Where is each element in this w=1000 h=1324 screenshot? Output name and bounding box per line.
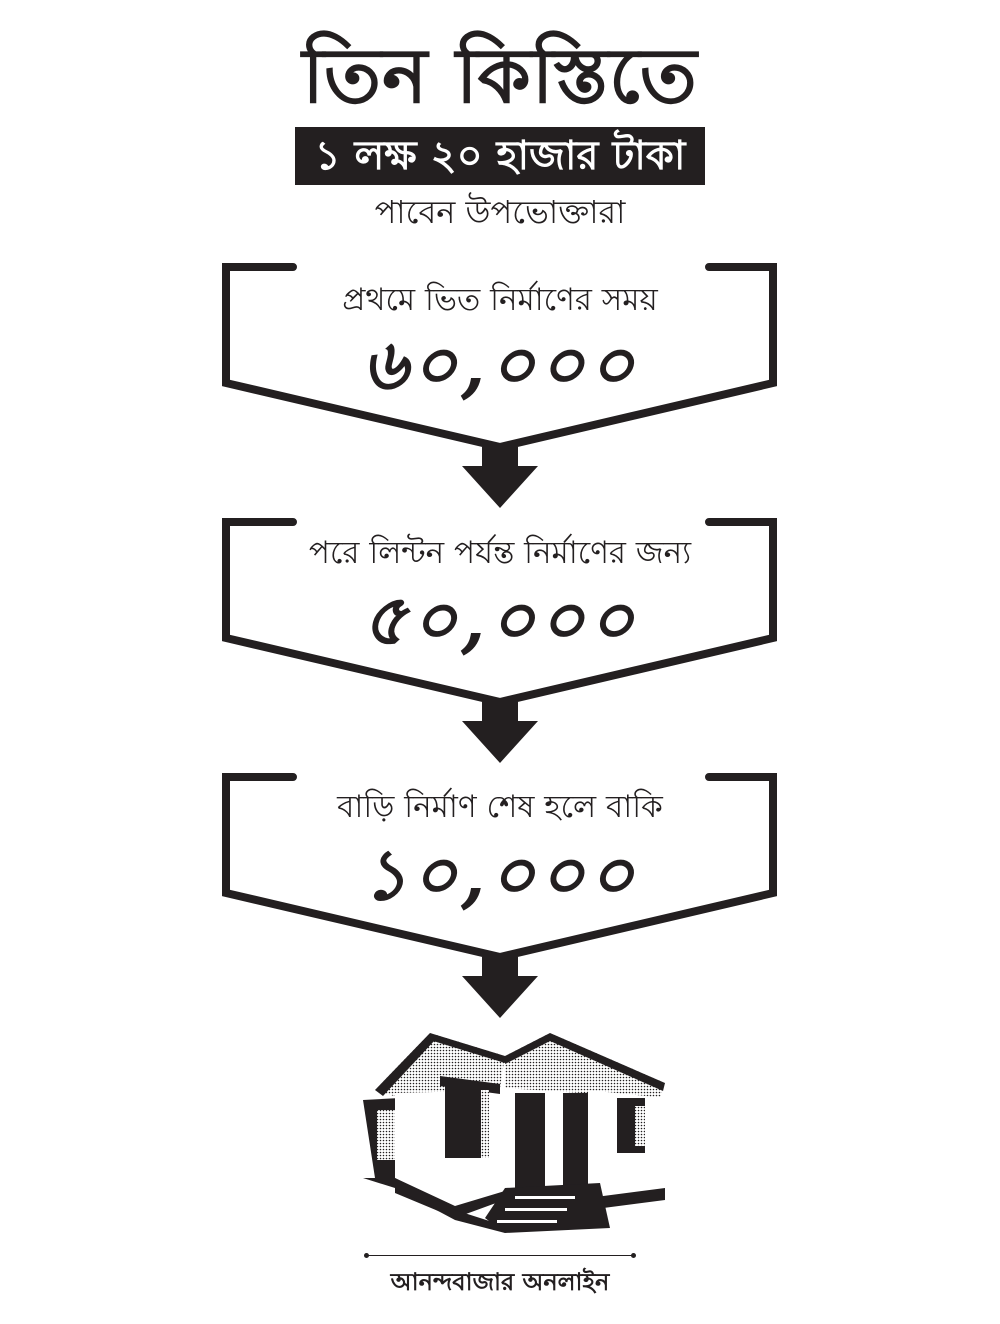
- page-title: তিন কিস্তিতে: [302, 31, 698, 120]
- divider-dot-right: [631, 1253, 636, 1258]
- total-amount-banner: ১ লক্ষ ২০ হাজার টাকা: [295, 127, 705, 185]
- stage-3-label: বাড়ি নির্মাণ শেষ হলে বাকি: [337, 789, 663, 825]
- stage-1-label: প্রথমে ভিত নির্মাণের সময়: [342, 282, 658, 318]
- page-subtitle: পাবেন উপভোক্তারা: [374, 193, 626, 231]
- down-arrow-icon: [462, 447, 538, 508]
- house-icon: [363, 1033, 665, 1233]
- divider-dot-left: [364, 1253, 369, 1258]
- down-arrow-icon: [462, 957, 538, 1018]
- stage-1-amount: ৬০,০০০: [362, 323, 638, 406]
- stage-2-amount: ৫০,০০০: [362, 578, 638, 661]
- footer-divider: [366, 1255, 634, 1256]
- stage-3-amount: ১০,০০০: [362, 833, 638, 916]
- down-arrow-icon: [462, 702, 538, 763]
- source-credit: আনন্দবাজার অনলাইন: [390, 1268, 610, 1296]
- stage-2-label: পরে লিন্টন পর্যন্ত নির্মাণের জন্য: [308, 535, 692, 571]
